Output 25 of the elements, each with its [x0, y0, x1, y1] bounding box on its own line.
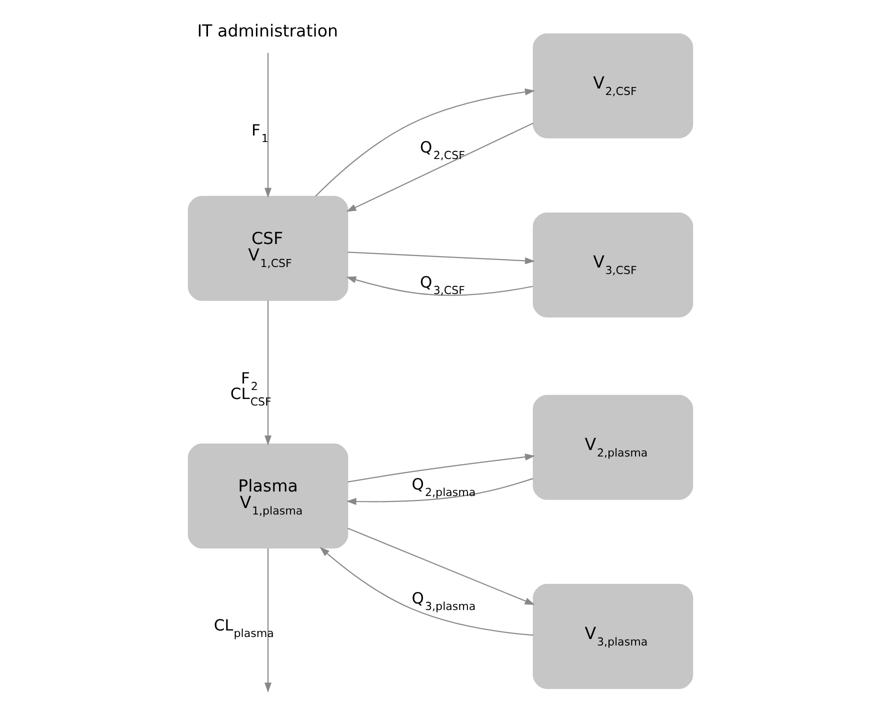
node-box: CSF V$_{1,CSF}$ [187, 196, 348, 301]
arrow [314, 88, 534, 197]
node-box: V$_{3,CSF}$ [532, 212, 693, 318]
edge-label: F$_{2}$ CL$_{CSF}$ [230, 369, 271, 408]
edge-label: F$_{1}$ [250, 122, 268, 146]
edge-label: Q$_{2,plasma}$ [411, 476, 476, 500]
node-text: IT administration [196, 22, 338, 41]
node-box: Plasma V$_{1,plasma}$ [187, 444, 348, 549]
arrow [347, 454, 535, 482]
edge-label: CL$_{plasma}$ [213, 616, 274, 640]
arrow [347, 252, 534, 264]
arrow [264, 52, 272, 198]
node-box: V$_{2,CSF}$ [532, 33, 693, 138]
arrow [264, 300, 272, 446]
edge-label: Q$_{3,plasma}$ [411, 589, 476, 613]
arrow [347, 528, 534, 605]
arrow [264, 548, 272, 693]
edge-label: Q$_{3,CSF}$ [420, 273, 464, 297]
node-box: V$_{2,plasma}$ [532, 394, 693, 500]
arrow [319, 546, 533, 636]
arrow [346, 276, 533, 296]
arrow [346, 478, 533, 505]
arrow [346, 122, 534, 212]
node-box: V$_{3,plasma}$ [532, 584, 693, 689]
edge-label: Q$_{2,CSF}$ [420, 138, 464, 162]
